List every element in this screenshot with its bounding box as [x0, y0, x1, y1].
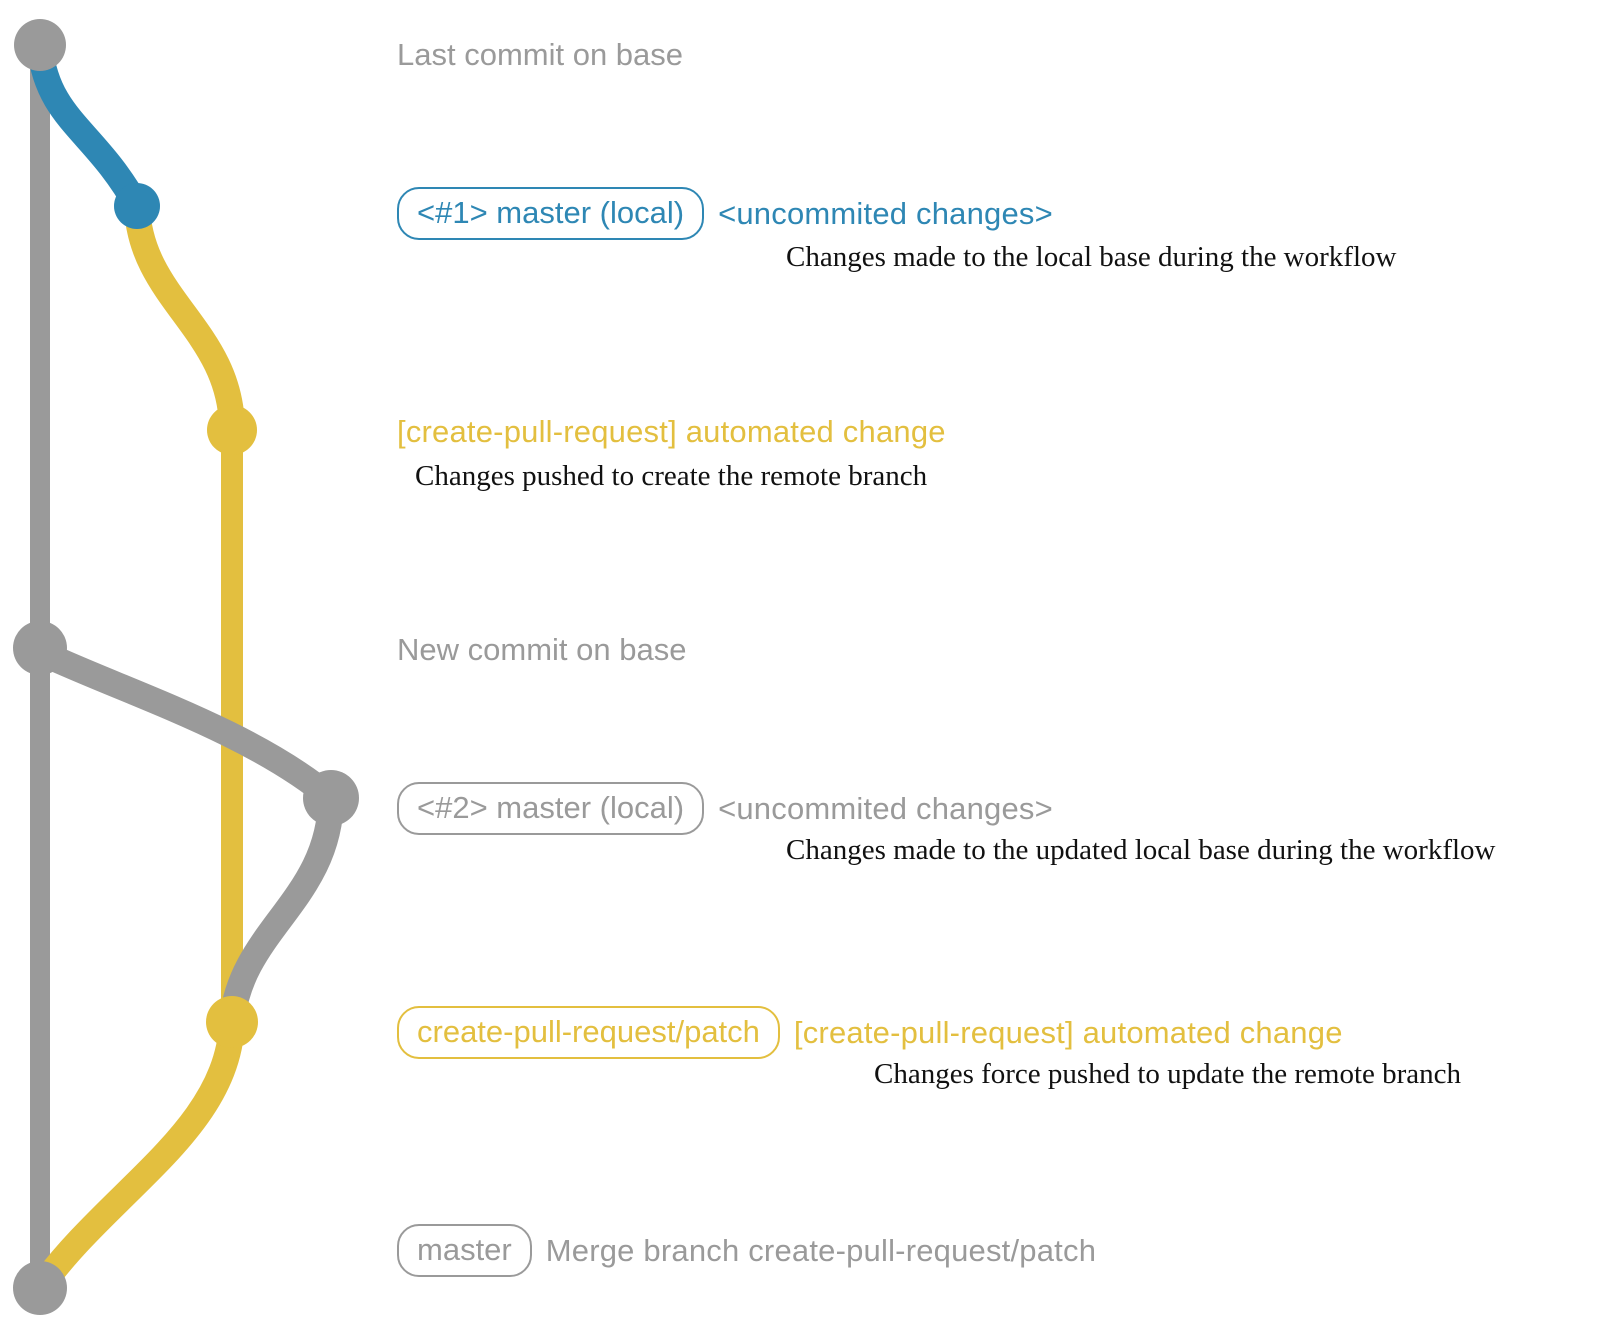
edge-automated-2-to-merge	[27, 1009, 245, 1301]
node-last-commit-on-base[interactable]	[14, 19, 66, 71]
commit-note-automated-change-2: Changes force pushed to update the remot…	[874, 1058, 1462, 1090]
node-master-local-2[interactable]	[303, 770, 359, 826]
commit-message-merge-commit-master: Merge branch create-pull-request/patch	[545, 1232, 1097, 1268]
node-automated-change-1[interactable]	[207, 405, 257, 455]
commit-message-automated-change-1: [create-pull-request] automated change	[397, 414, 946, 449]
edge-base-to-master-local-1	[27, 35, 150, 219]
commit-note-automated-change-1: Changes pushed to create the remote bran…	[415, 460, 928, 492]
graph-edges	[27, 35, 344, 1301]
commit-message-master-local-1: <uncommited changes>	[718, 195, 1053, 231]
branch-badge-master-local-2[interactable]: <#2> master (local)	[397, 782, 705, 835]
commit-note-master-local-2: Changes made to the updated local base d…	[786, 834, 1496, 866]
node-master-local-1[interactable]	[114, 183, 160, 229]
branch-badge-create-pull-request-patch[interactable]: create-pull-request/patch	[397, 1006, 780, 1059]
branch-badge-master-local-1[interactable]: <#1> master (local)	[397, 187, 705, 240]
commit-message-master-local-2: <uncommited changes>	[718, 790, 1053, 826]
commit-row-master-local-2: <#2> master (local) <uncommited changes>	[397, 782, 1053, 835]
commit-row-master-local-1: <#1> master (local) <uncommited changes>	[397, 187, 1053, 240]
graph-nodes	[13, 19, 359, 1315]
commit-message-automated-change-2: [create-pull-request] automated change	[793, 1014, 1343, 1050]
edge-base-to-master-local-2	[27, 639, 344, 811]
edge-master-local-1-to-automated-1	[124, 193, 245, 443]
commit-label-new-commit-on-base: New commit on base	[397, 632, 687, 667]
commit-label-last-commit-on-base: Last commit on base	[397, 37, 684, 72]
node-new-commit-on-base[interactable]	[13, 621, 67, 675]
commit-row-merge-commit-master: master Merge branch create-pull-request/…	[397, 1224, 1096, 1277]
node-merge-commit-master[interactable]	[13, 1261, 67, 1315]
branch-badge-master[interactable]: master	[397, 1224, 532, 1277]
commit-note-master-local-1: Changes made to the local base during th…	[786, 241, 1397, 273]
node-automated-change-2[interactable]	[206, 996, 258, 1048]
commit-row-automated-change-2: create-pull-request/patch [create-pull-r…	[397, 1006, 1343, 1059]
edge-master-local-2-to-automated-2	[219, 785, 344, 1035]
